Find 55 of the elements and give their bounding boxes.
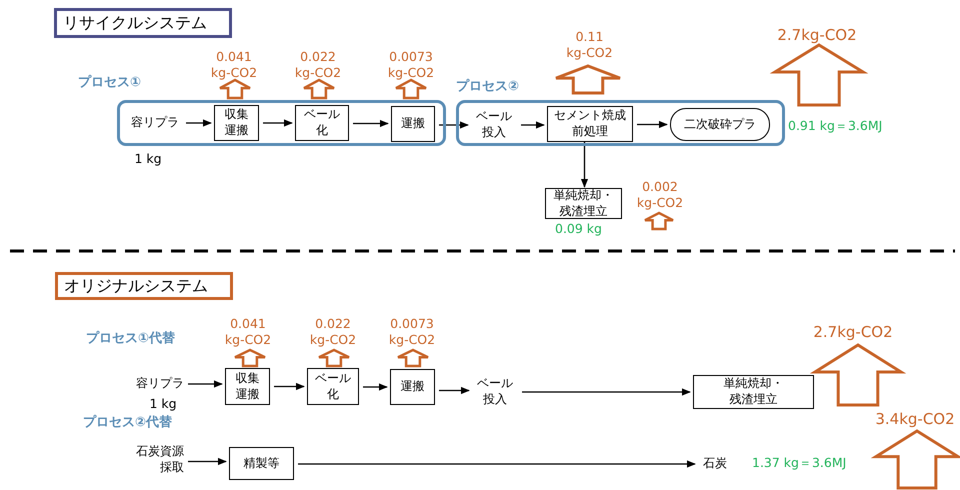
process-group-box bbox=[117, 100, 446, 146]
arrow bbox=[522, 388, 691, 396]
mass-value: 1 kg bbox=[133, 151, 163, 167]
flow-text: ベール投入 bbox=[471, 108, 517, 142]
flow-text: 容リプラ bbox=[128, 113, 182, 133]
arrow bbox=[353, 120, 389, 128]
emission-value: 2.7kg-CO2 bbox=[812, 323, 894, 342]
emission-value: 2.7kg-CO2 bbox=[776, 26, 858, 45]
arrow bbox=[186, 119, 212, 127]
flow-text: ベール投入 bbox=[472, 376, 518, 408]
arrow bbox=[521, 121, 545, 129]
process-box: 運搬 bbox=[390, 369, 435, 405]
process-box: セメント焼成前処理 bbox=[547, 106, 633, 142]
flow-text: 石炭 bbox=[698, 455, 732, 473]
section-title: リサイクルシステム bbox=[54, 8, 232, 38]
process-box: 収集運搬 bbox=[225, 368, 270, 405]
process-box: 単純焼却・残渣埋立 bbox=[693, 375, 814, 409]
arrow bbox=[188, 380, 223, 388]
emission-value: 0.11 kg-CO2 bbox=[566, 29, 613, 60]
process-box: 精製等 bbox=[229, 447, 294, 480]
emission-value: 0.0073 kg-CO2 bbox=[388, 316, 436, 348]
mass-energy-value: 0.91 kg＝3.6MJ bbox=[788, 118, 884, 134]
arrow bbox=[580, 142, 588, 188]
emission-value: 0.022 kg-CO2 bbox=[294, 49, 342, 80]
product-terminal: 二次破砕プラ bbox=[670, 108, 770, 141]
process-box: ベール化 bbox=[295, 105, 349, 141]
section-title: オリジナルシステム bbox=[55, 272, 233, 300]
process-label: プロセス① bbox=[78, 75, 142, 92]
arrow bbox=[263, 119, 293, 127]
flow-text: 石炭資源採取 bbox=[128, 444, 184, 476]
emission-value: 0.0073 kg-CO2 bbox=[386, 49, 436, 80]
arrow bbox=[363, 383, 388, 391]
arrow bbox=[439, 386, 470, 394]
process-box: ベール化 bbox=[307, 368, 359, 405]
process-label: プロセス①代替 bbox=[86, 331, 176, 348]
emission-value: 0.002 kg-CO2 bbox=[636, 179, 684, 210]
emission-value: 3.4kg-CO2 bbox=[874, 410, 956, 429]
emission-value: 0.022 kg-CO2 bbox=[308, 316, 358, 348]
process-box: 収集運搬 bbox=[214, 105, 259, 141]
emission-value: 0.041 kg-CO2 bbox=[210, 49, 258, 80]
process-label: プロセス② bbox=[456, 79, 520, 96]
arrow bbox=[274, 382, 305, 390]
mass-value: 1 kg bbox=[148, 396, 178, 412]
process-group-box bbox=[456, 100, 785, 146]
process-box: 単純焼却・残渣埋立 bbox=[545, 188, 622, 219]
emission-value: 0.041 kg-CO2 bbox=[224, 316, 272, 348]
process-label: プロセス②代替 bbox=[83, 415, 174, 432]
mass-energy-value: 1.37 kg＝3.6MJ bbox=[752, 455, 848, 471]
arrow bbox=[637, 120, 668, 128]
mass-value: 0.09 kg bbox=[555, 221, 603, 237]
arrow bbox=[298, 460, 696, 468]
arrow bbox=[439, 121, 469, 129]
arrow bbox=[188, 458, 227, 466]
flow-text: 容リプラ bbox=[128, 375, 184, 393]
process-box: 運搬 bbox=[391, 106, 435, 142]
